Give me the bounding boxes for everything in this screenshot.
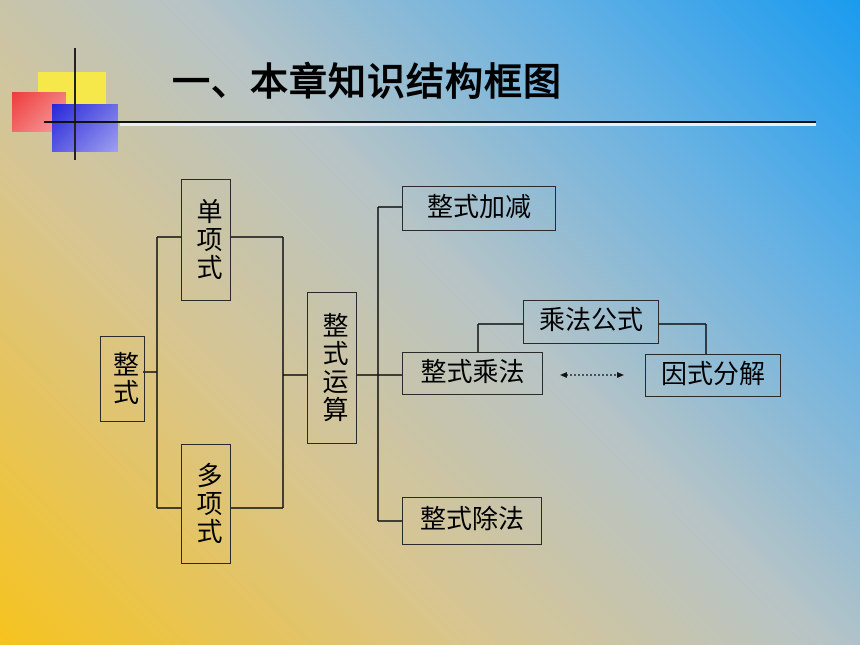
arrowhead-right — [617, 372, 624, 378]
node-yinshi-fenjie: 因式分解 — [645, 354, 781, 397]
node-danxiangshi: 单项式 — [181, 179, 231, 301]
node-zhengshi-jiajian: 整式加减 — [402, 186, 556, 231]
deco-vertical-rule — [74, 48, 76, 160]
node-zhengshi: 整式 — [100, 336, 145, 422]
deco-underline-highlight — [120, 123, 816, 126]
node-chengfa-gongshi: 乘法公式 — [523, 300, 659, 344]
arrowhead-left — [560, 372, 567, 378]
deco-horizontal-rule — [44, 121, 816, 123]
node-duoxiangshi: 多项式 — [181, 444, 231, 564]
deco-blue-square — [52, 104, 118, 152]
node-zhengshi-yunsuan: 整式运算 — [307, 292, 357, 444]
node-zhengshi-chufa: 整式除法 — [402, 497, 542, 545]
slide-title: 一、本章知识结构框图 — [172, 60, 563, 104]
node-zhengshi-chengfa: 整式乘法 — [402, 352, 543, 395]
